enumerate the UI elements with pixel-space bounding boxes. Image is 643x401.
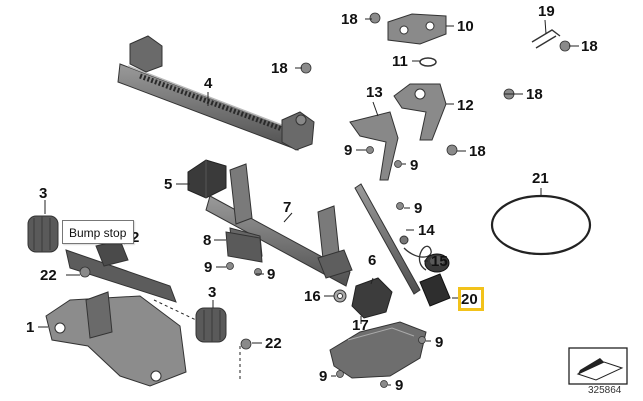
part-3-stop-left[interactable]	[27, 215, 59, 253]
part-5-bracket[interactable]	[187, 159, 227, 199]
part-tooltip: Bump stop	[62, 220, 134, 244]
callout-9[interactable]: 9	[435, 334, 444, 351]
callout-9[interactable]: 9	[267, 266, 276, 283]
callout-8[interactable]: 8	[203, 232, 212, 249]
callout-14[interactable]: 14	[418, 222, 435, 239]
view-direction-arrow-icon	[568, 347, 628, 385]
part-1-base[interactable]	[45, 291, 187, 387]
part-20-bump-stop[interactable]	[419, 253, 451, 307]
callout-21[interactable]: 21	[532, 170, 549, 187]
highlight-box[interactable]	[458, 287, 484, 311]
callout-3[interactable]: 3	[39, 185, 48, 202]
callout-22[interactable]: 22	[265, 335, 282, 352]
leader-lines	[38, 18, 579, 386]
callout-7[interactable]: 7	[283, 199, 292, 216]
callout-4[interactable]: 4	[204, 75, 213, 92]
reference-number: 325864	[588, 385, 622, 396]
callout-6[interactable]: 6	[368, 252, 377, 269]
callout-5[interactable]: 5	[164, 176, 173, 193]
part-14-rod[interactable]	[354, 183, 421, 295]
screw-icon	[79, 12, 571, 388]
callout-17[interactable]: 17	[352, 317, 369, 334]
part-10-plate[interactable]	[387, 13, 447, 45]
part-13-bracket[interactable]	[349, 111, 399, 181]
callout-1[interactable]: 1	[26, 319, 35, 336]
callout-16[interactable]: 16	[304, 288, 321, 305]
callout-20-highlighted[interactable]: 20	[461, 291, 478, 308]
callout-18[interactable]: 18	[341, 11, 358, 28]
part-8-clip[interactable]	[225, 231, 263, 263]
callout-3[interactable]: 3	[208, 284, 217, 301]
callout-18[interactable]: 18	[469, 143, 486, 160]
part-19-clip[interactable]	[531, 29, 561, 49]
callout-9[interactable]: 9	[414, 200, 423, 217]
part-11-ring[interactable]	[419, 57, 437, 67]
callout-18[interactable]: 18	[271, 60, 288, 77]
callout-12[interactable]: 12	[457, 97, 474, 114]
callout-9[interactable]: 9	[204, 259, 213, 276]
callout-13[interactable]: 13	[366, 84, 383, 101]
part-12-bracket[interactable]	[393, 83, 447, 141]
callout-9[interactable]: 9	[395, 377, 404, 394]
callout-11[interactable]: 11	[392, 53, 408, 70]
callout-9[interactable]: 9	[344, 142, 353, 159]
part-15-wire[interactable]	[403, 245, 432, 271]
callout-9[interactable]: 9	[410, 157, 419, 174]
part-2-lever[interactable]	[65, 239, 177, 303]
callout-9[interactable]: 9	[319, 368, 328, 385]
part-17-base[interactable]	[329, 321, 427, 379]
callout-19[interactable]: 19	[538, 3, 555, 20]
part-16-washer[interactable]	[333, 289, 347, 303]
callout-2[interactable]: 2	[131, 229, 140, 246]
part-6-holder[interactable]	[351, 277, 393, 319]
callout-15[interactable]: 15	[431, 253, 448, 270]
callout-22[interactable]: 22	[40, 267, 57, 284]
callout-18[interactable]: 18	[526, 86, 543, 103]
part-4-rail[interactable]	[117, 35, 315, 151]
part-21-o-ring[interactable]	[490, 194, 592, 256]
callout-10[interactable]: 10	[457, 18, 474, 35]
part-3-stop-right[interactable]	[195, 307, 227, 343]
callout-18[interactable]: 18	[581, 38, 598, 55]
